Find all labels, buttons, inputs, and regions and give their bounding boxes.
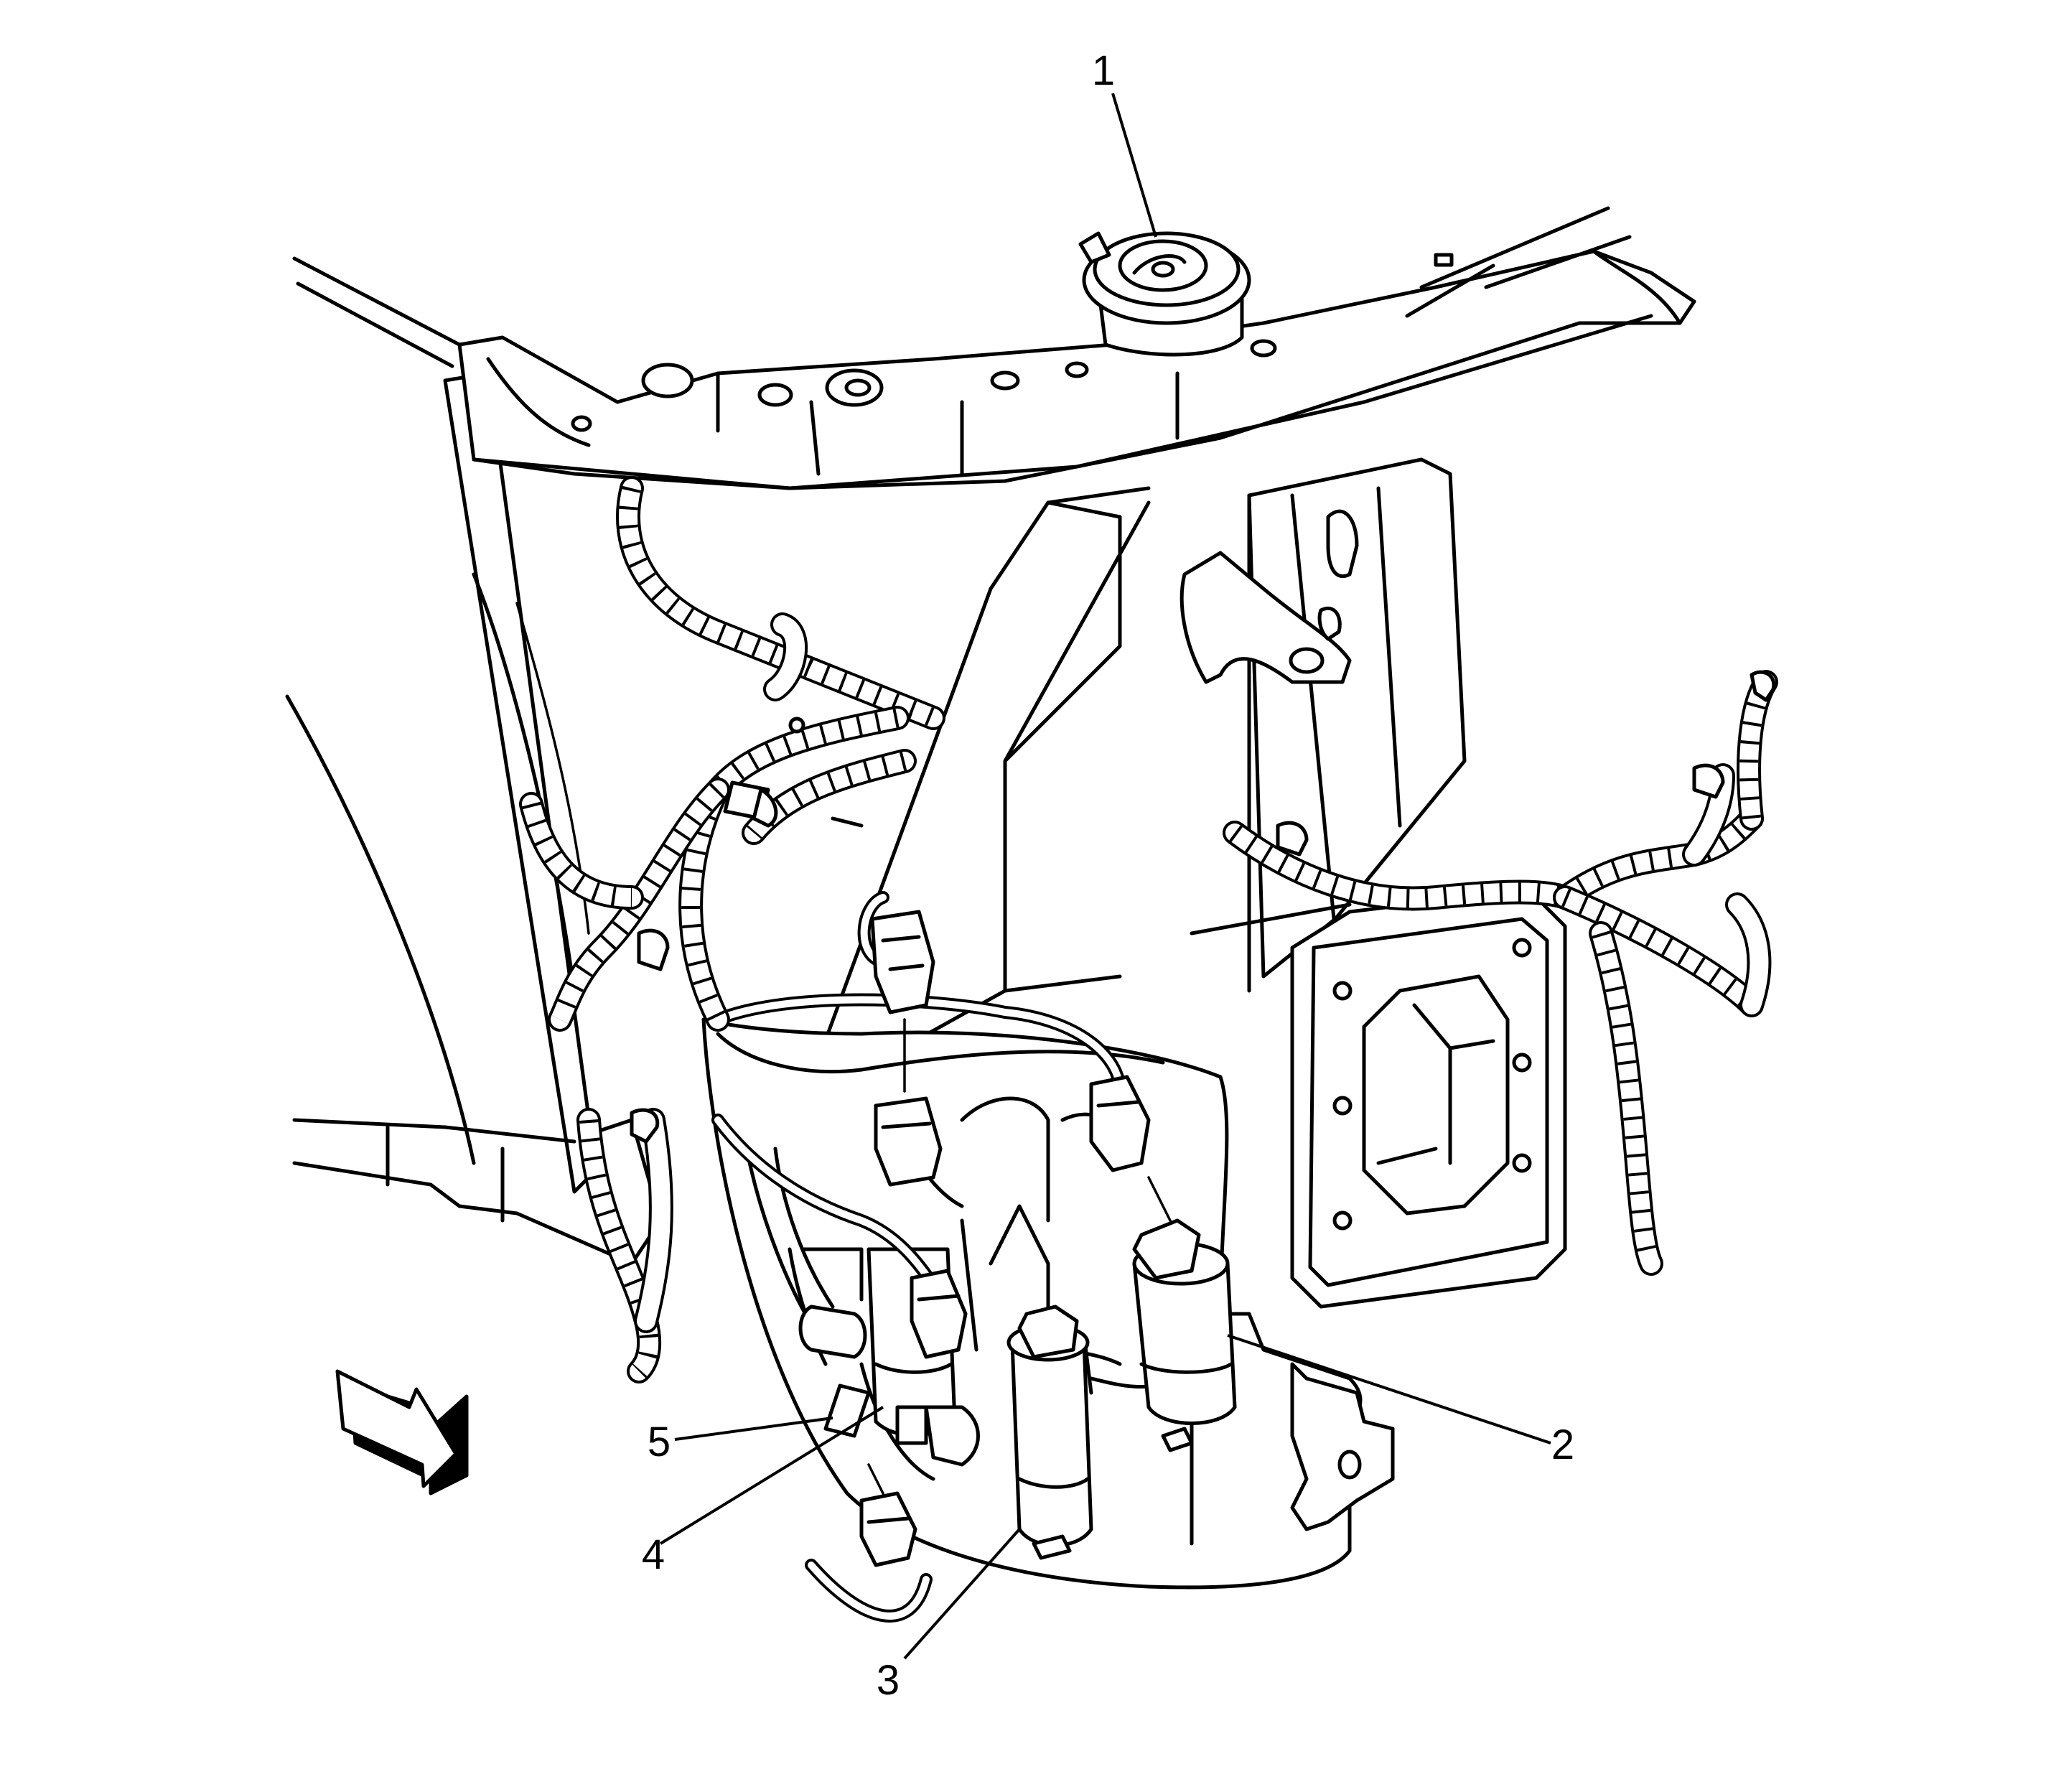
callout-2-leader	[1227, 1334, 1551, 1445]
callout-1-leader	[1111, 93, 1157, 238]
radiator-support-crossmember	[292, 206, 1696, 490]
callout-leaders	[659, 93, 1551, 1660]
callout-3-leader	[903, 1528, 1021, 1660]
mounting-plate	[1190, 888, 1567, 1309]
front-direction-arrow-icon	[335, 1369, 469, 1495]
callout-labels: 1 2 3 4 5	[642, 47, 1574, 1704]
callout-4-label: 4	[642, 1531, 665, 1578]
callout-2-label: 2	[1551, 1422, 1574, 1468]
callout-4-leader	[659, 1406, 884, 1545]
callout-5-label: 5	[648, 1419, 671, 1465]
pump-connectors	[711, 891, 1172, 1623]
left-fender-panel	[285, 371, 663, 1266]
washer-fill-cap	[1078, 231, 1251, 357]
callout-5-leader	[674, 1417, 833, 1441]
washer-pump-front	[1006, 1305, 1093, 1560]
callout-3-label: 3	[877, 1657, 900, 1704]
tank-bracket	[1290, 1362, 1395, 1531]
wiring-harness	[519, 476, 1778, 1383]
callout-1-label: 1	[1092, 47, 1115, 94]
washer-pump-rear	[1132, 1218, 1237, 1452]
washer-level-sensor	[798, 1247, 871, 1438]
